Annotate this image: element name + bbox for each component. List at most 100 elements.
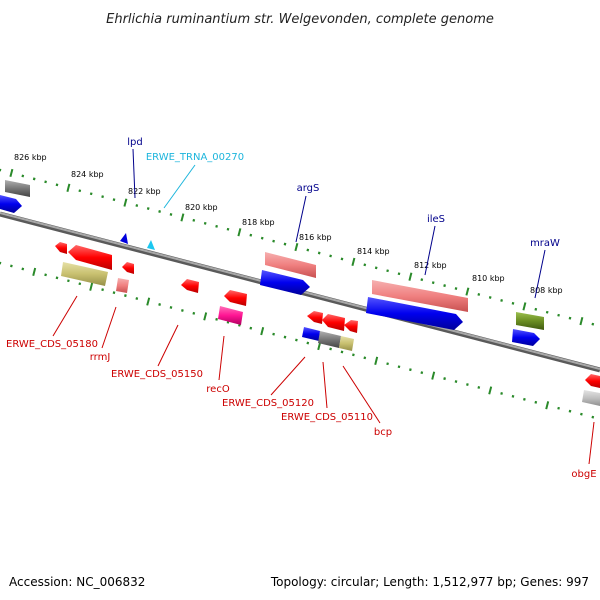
major-tick — [66, 183, 71, 192]
reverse-gene-labels: ERWE_CDS_05180 rrmJ ERWE_CDS_05150 recO … — [6, 295, 597, 480]
minor-tick — [488, 296, 492, 299]
gene-feature-ERWE_CDS_05120-blue[interactable] — [302, 327, 320, 341]
minor-tick — [215, 224, 218, 228]
minor-tick — [591, 415, 595, 419]
scale-label: 818 kbp — [242, 218, 275, 227]
cds-feature[interactable] — [55, 242, 67, 254]
minor-tick — [500, 299, 503, 302]
minor-tick — [477, 386, 481, 389]
minor-tick — [78, 282, 82, 286]
trna-feature-ERWE_TRNA_00270[interactable] — [147, 240, 155, 250]
cds-feature-obgE[interactable] — [585, 374, 600, 388]
tan-feature[interactable] — [61, 262, 108, 286]
minor-tick — [557, 406, 560, 410]
gene-feature-mraW-olive[interactable] — [516, 312, 544, 330]
gene-label-ileS[interactable]: ileS — [427, 214, 445, 225]
scale-label: 808 kbp — [530, 286, 563, 295]
minor-tick — [44, 180, 47, 184]
minor-tick — [112, 291, 116, 295]
trna-feature-lpd[interactable] — [120, 233, 128, 244]
minor-tick — [443, 377, 446, 381]
cds-feature-ERWE_CDS_05120[interactable] — [322, 314, 345, 331]
minor-tick — [158, 210, 161, 213]
major-tick — [9, 168, 14, 178]
minor-tick — [89, 192, 93, 196]
gene-feature-ileS-pink[interactable] — [372, 280, 468, 312]
outer-tick-track — [0, 168, 595, 326]
minor-tick — [21, 267, 25, 271]
minor-tick — [10, 264, 13, 268]
cds-feature-recO[interactable] — [224, 290, 247, 306]
pink-feature-rrmJ[interactable] — [116, 278, 129, 293]
gene-feature-blue[interactable] — [0, 195, 22, 213]
minor-tick — [329, 254, 332, 258]
minor-tick — [181, 309, 184, 312]
gene-label-lpd[interactable]: lpd — [127, 137, 142, 148]
minor-tick — [317, 251, 321, 255]
minor-tick — [340, 257, 344, 261]
gray-feature-ERWE_CDS_05110[interactable] — [318, 331, 341, 348]
minor-tick — [55, 276, 59, 280]
minor-tick — [146, 207, 150, 210]
gene-feature-ileS-blue[interactable] — [366, 297, 463, 330]
minor-tick — [511, 301, 515, 305]
minor-tick — [534, 400, 538, 404]
scale-label: 820 kbp — [185, 203, 218, 212]
gene-label-ERWE_CDS_05150[interactable]: ERWE_CDS_05150 — [111, 369, 203, 380]
gene-label-rrmJ[interactable]: rrmJ — [90, 352, 111, 363]
gene-label-mraW[interactable]: mraW — [530, 238, 560, 249]
cds-feature-ERWE_CDS_05150[interactable] — [181, 279, 199, 293]
minor-tick — [226, 227, 230, 231]
gene-feature-gray[interactable] — [5, 180, 30, 197]
minor-tick — [249, 233, 253, 237]
gene-feature-mraW-blue[interactable] — [512, 329, 540, 346]
genome-summary-text: Topology: circular; Length: 1,512,977 bp… — [270, 575, 589, 589]
minor-tick — [397, 365, 401, 369]
cds-feature-rrmJ[interactable] — [122, 262, 134, 274]
major-tick — [351, 257, 356, 267]
major-tick — [488, 386, 493, 395]
cds-feature-ERWE_CDS_05110[interactable] — [344, 320, 358, 333]
major-tick — [203, 312, 208, 321]
reverse-strand-features — [55, 242, 600, 406]
minor-tick — [443, 284, 446, 288]
major-tick — [465, 287, 470, 296]
gene-label-bcp[interactable]: bcp — [374, 427, 392, 438]
cds-feature-ERWE_CDS_05180[interactable] — [68, 245, 112, 270]
gene-label-obgE[interactable]: obgE — [571, 469, 596, 480]
minor-tick — [32, 177, 36, 181]
cds-feature[interactable] — [307, 311, 323, 324]
minor-tick — [557, 313, 560, 317]
gene-label-ERWE_CDS_05110[interactable]: ERWE_CDS_05110 — [281, 412, 373, 423]
minor-tick — [169, 213, 173, 216]
minor-tick — [397, 272, 401, 276]
major-tick — [579, 317, 584, 326]
minor-tick — [568, 409, 572, 413]
minor-tick — [101, 288, 104, 292]
gene-feature-argS-blue[interactable] — [260, 270, 310, 295]
lightgray-feature-obgE[interactable] — [582, 390, 600, 406]
major-tick — [545, 401, 550, 410]
inner-tick-track — [0, 261, 595, 419]
gene-label-ERWE_CDS_05120[interactable]: ERWE_CDS_05120 — [222, 398, 314, 409]
major-tick — [522, 302, 527, 311]
gene-label-ERWE_TRNA_00270[interactable]: ERWE_TRNA_00270 — [146, 152, 244, 163]
minor-tick — [454, 380, 458, 383]
minor-tick — [44, 273, 47, 277]
gene-label-ERWE_CDS_05180[interactable]: ERWE_CDS_05180 — [6, 339, 98, 350]
gene-label-argS[interactable]: argS — [297, 183, 320, 194]
scale-labels: 826 kbp 824 kbp 822 kbp 820 kbp 818 kbp … — [14, 153, 563, 295]
minor-tick — [352, 353, 355, 357]
magenta-feature-recO[interactable] — [218, 306, 243, 325]
accession-text: Accession: NC_006832 — [9, 575, 145, 589]
gene-label-recO[interactable]: recO — [206, 384, 230, 395]
gene-feature-argS-pink[interactable] — [265, 252, 316, 278]
minor-tick — [203, 221, 207, 225]
tan-feature-bcp[interactable] — [339, 336, 354, 351]
minor-tick — [158, 303, 161, 306]
scale-label: 824 kbp — [71, 170, 104, 179]
minor-tick — [169, 306, 173, 309]
major-tick — [408, 272, 413, 281]
minor-tick — [272, 332, 275, 336]
